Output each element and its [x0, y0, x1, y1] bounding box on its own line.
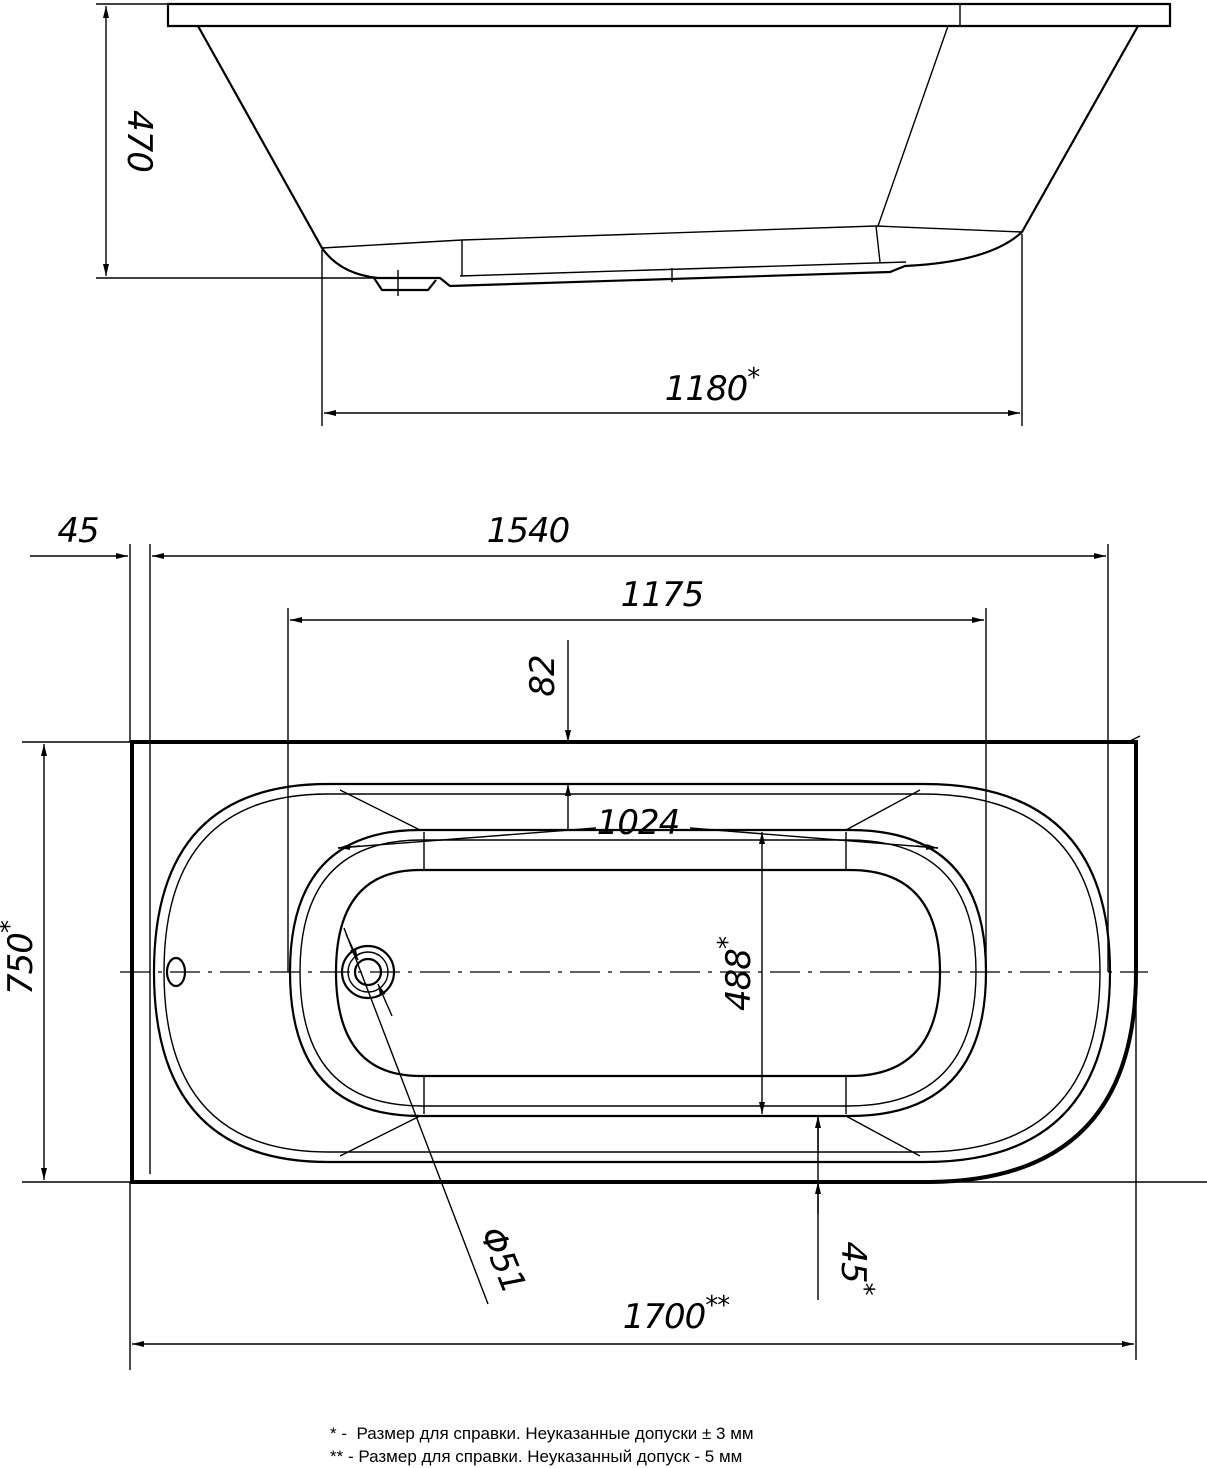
- rim-length-dimension: 1175: [621, 575, 704, 615]
- drain-diameter-dimension: Φ51: [471, 1221, 533, 1298]
- bottom-length-dimension: 1180*: [665, 363, 761, 409]
- total-length-dimension: 1700**: [623, 1291, 731, 1337]
- inner-length-dimension: 1540: [487, 511, 570, 551]
- footnotes: * - Размер для справки. Неуказанные допу…: [330, 1422, 754, 1468]
- front-rim-dimension: 45*: [833, 1241, 879, 1295]
- top-view: 45 1540 1175 82 1024 750* 488* Φ51: [0, 511, 1207, 1370]
- width-dimension: 750*: [0, 920, 41, 995]
- footnote-reference: * - Размер для справки. Неуказанные допу…: [330, 1424, 754, 1443]
- bottom-length-top-dimension: 1024: [597, 803, 680, 843]
- height-dimension: 470: [119, 110, 159, 172]
- side-view: 470 1180*: [96, 2, 1172, 426]
- footnote-tolerance: ** - Размер для справки. Неуказанный доп…: [330, 1447, 743, 1466]
- bathtub-technical-drawing: 470 1180*: [0, 2, 1207, 1370]
- rim-width-dimension: 82: [523, 655, 563, 696]
- bottom-width-dimension: 488*: [713, 936, 759, 1011]
- left-offset-dimension: 45: [57, 511, 98, 551]
